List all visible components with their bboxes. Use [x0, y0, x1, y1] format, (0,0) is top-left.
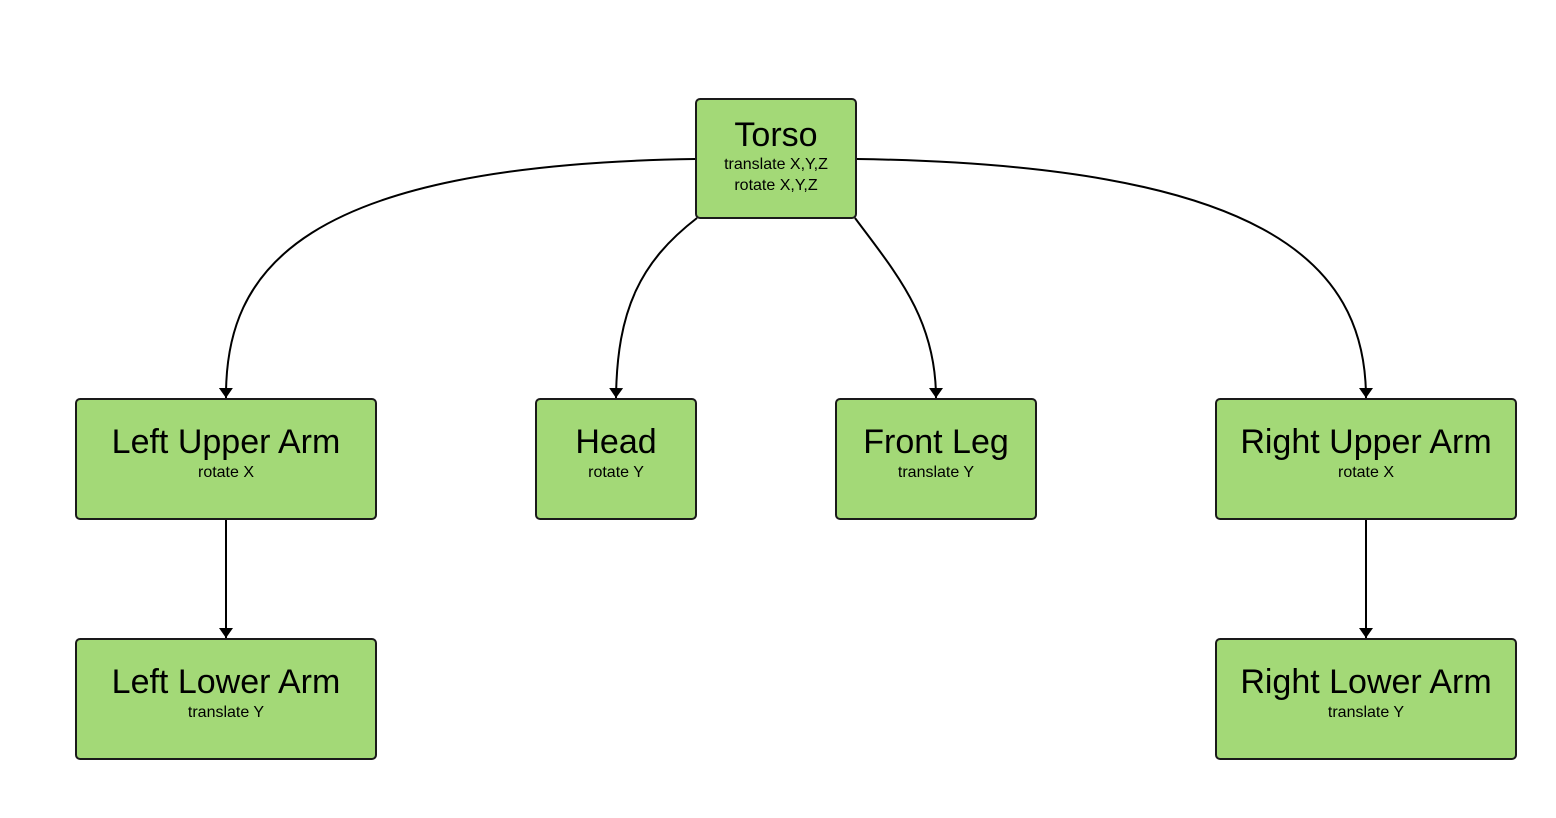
node-title: Right Upper Arm	[1240, 423, 1492, 461]
edge-torso-to-left-upper-arm	[218, 158, 696, 399]
node-property: translate Y	[897, 464, 975, 481]
node-property: rotate X,Y,Z	[734, 177, 818, 194]
node-property: rotate X	[197, 464, 255, 481]
node-left-lower-arm: Left Lower Arm translate Y	[75, 638, 377, 760]
edge-torso-to-front-leg	[854, 217, 943, 399]
node-front-leg: Front Leg translate Y	[835, 398, 1037, 520]
node-property: rotate X	[1337, 464, 1395, 481]
node-property: translate Y	[187, 704, 265, 721]
node-right-upper-arm: Right Upper Arm rotate X	[1215, 398, 1517, 520]
node-right-lower-arm: Right Lower Arm translate Y	[1215, 638, 1517, 760]
node-title: Left Lower Arm	[111, 663, 341, 701]
node-left-upper-arm: Left Upper Arm rotate X	[75, 398, 377, 520]
node-title: Torso	[734, 116, 818, 154]
node-title: Head	[575, 423, 657, 461]
node-title: Front Leg	[863, 423, 1009, 461]
edge-torso-to-head	[609, 217, 698, 399]
node-head: Head rotate Y	[535, 398, 697, 520]
node-torso: Torso translate X,Y,Z rotate X,Y,Z	[695, 98, 857, 219]
node-title: Right Lower Arm	[1240, 663, 1492, 701]
node-property: rotate Y	[588, 464, 644, 481]
edge-torso-to-right-upper-arm	[856, 158, 1373, 399]
node-property: translate Y	[1327, 704, 1405, 721]
node-title: Left Upper Arm	[111, 423, 341, 461]
node-property: translate X,Y,Z	[724, 156, 828, 173]
